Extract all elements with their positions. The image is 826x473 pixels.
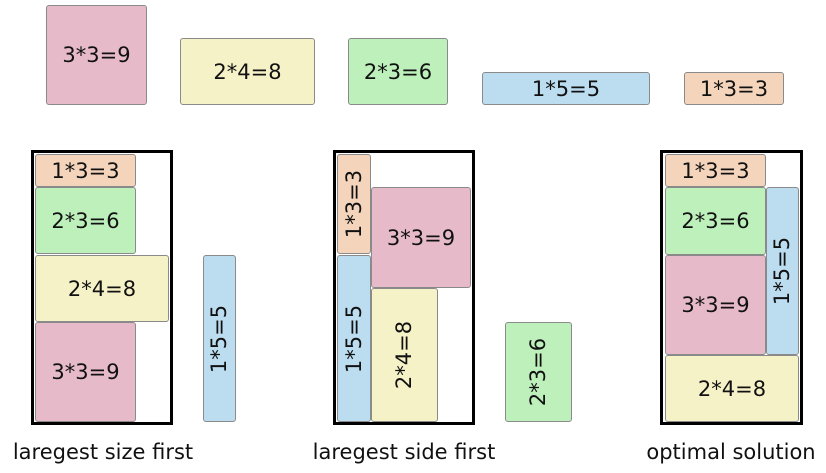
piece-label: 2*4=8 — [213, 59, 282, 84]
caption-largest-size-first: laregest size first — [12, 440, 194, 464]
piece-label: 1*3=3 — [681, 158, 750, 183]
piece-label: 1*5=5 — [342, 304, 366, 373]
piece-label: 3*3=9 — [51, 360, 120, 384]
packed-2x3: 2*3=6 — [665, 187, 766, 255]
piece-label: 1*3=3 — [342, 169, 366, 239]
piece-label: 1*5=5 — [207, 304, 232, 373]
piece-label: 2*4=8 — [697, 376, 767, 401]
packed-1x3: 1*3=3 — [35, 154, 136, 187]
packed-2x3: 2*3=6 — [35, 187, 136, 254]
packed-3x3: 3*3=9 — [371, 187, 471, 288]
piece-label: 3*3=9 — [62, 43, 131, 67]
piece-1x5: 1*5=5 — [482, 72, 650, 105]
container-largest-side-first — [333, 150, 475, 425]
piece-1x3: 1*3=3 — [684, 72, 784, 105]
caption-optimal-solution: optimal solution — [646, 440, 816, 464]
packed-3x3: 3*3=9 — [665, 255, 766, 355]
packed-2x4: 2*4=8 — [371, 288, 438, 422]
piece-2x4: 2*4=8 — [180, 38, 315, 105]
packed-1x3: 1*3=3 — [665, 154, 766, 187]
packed-2x4: 2*4=8 — [665, 355, 799, 422]
piece-label: 1*3=3 — [51, 158, 120, 183]
piece-2x3: 2*3=6 — [348, 38, 448, 105]
piece-label: 1*5=5 — [531, 76, 601, 101]
leftover-1x5: 1*5=5 — [203, 255, 236, 422]
piece-label: 2*4=8 — [392, 320, 417, 390]
piece-3x3: 3*3=9 — [46, 5, 147, 105]
piece-label: 3*3=9 — [386, 225, 456, 250]
packed-3x3: 3*3=9 — [35, 322, 136, 422]
container-optimal-solution — [660, 150, 803, 425]
container-largest-size-first — [31, 150, 173, 425]
piece-label: 1*5=5 — [770, 236, 795, 306]
piece-label: 3*3=9 — [681, 293, 750, 317]
piece-label: 2*3=6 — [526, 337, 551, 407]
piece-label: 2*3=6 — [681, 209, 750, 233]
piece-label: 1*3=3 — [699, 76, 769, 101]
piece-label: 2*3=6 — [363, 59, 433, 84]
leftover-2x3: 2*3=6 — [505, 322, 572, 422]
packed-1x5: 1*5=5 — [766, 187, 799, 355]
packed-1x3: 1*3=3 — [337, 154, 371, 254]
caption-largest-side-first: laregest side first — [312, 440, 496, 464]
piece-label: 2*3=6 — [51, 208, 120, 233]
piece-label: 2*4=8 — [67, 276, 137, 301]
packed-1x5: 1*5=5 — [337, 255, 371, 422]
packed-2x4: 2*4=8 — [35, 255, 169, 322]
